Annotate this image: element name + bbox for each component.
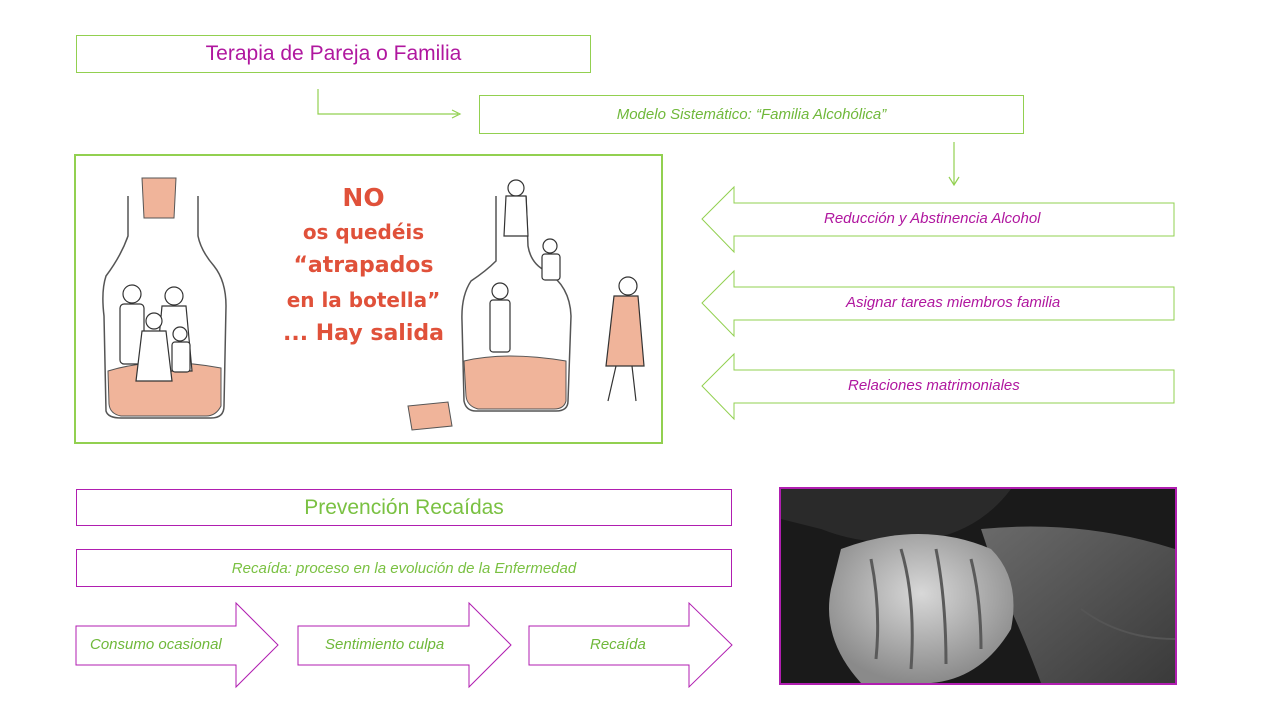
relapse-prevention-title: Prevención Recaídas [76,489,732,526]
connector-title-to-model [317,89,458,115]
shirt [981,526,1175,683]
item-arrow-1 [701,185,1175,254]
right-liquid [463,355,567,410]
hands [829,534,1014,683]
poster-line-5: ... Hay salida [283,321,444,346]
step-relapse: Recaída [590,636,646,653]
step-arrow-3 [528,601,733,689]
poster-line-2: os quedéis [302,220,425,244]
item-alcohol-reduction: Reducción y Abstinencia Alcohol [824,210,1041,227]
poster-message: NO os quedéis “atrapados en la botella” … [251,181,476,351]
systemic-model-box: Modelo Sistemático: “Familia Alcohólica” [479,95,1024,134]
bottle-drawing [102,177,645,431]
bottle-illustration: NO os quedéis “atrapados en la botella” … [74,154,663,444]
left-cork [141,177,177,219]
hair [781,489,1011,543]
item-arrow-2 [701,269,1175,338]
poster-line-1: NO [342,183,385,212]
family-therapy-title: Terapia de Pareja o Familia [76,35,591,73]
step-occasional-use: Consumo ocasional [90,636,222,653]
poster-line-4: en la botella” [286,288,441,312]
item-family-tasks: Asignar tareas miembros familia [846,294,1061,311]
relapse-process-subtitle: Recaída: proceso en la evolución de la E… [76,549,732,587]
distressed-person-photo [779,487,1177,685]
loose-cork [407,401,453,431]
connector-arrowhead-2 [948,176,960,187]
item-arrow-3 [701,352,1175,421]
left-bottle [102,196,227,419]
step-arrow-1 [75,601,279,689]
step-arrow-2 [297,601,512,689]
step-guilt: Sentimiento culpa [325,636,445,653]
connector-arrowhead-1 [451,109,462,119]
family-figures [119,284,193,382]
photo-drawing [781,489,1175,683]
item-marital-relations: Relaciones matrimoniales [848,377,1020,394]
poster-line-3: “atrapados [293,253,434,278]
climbing-figures [489,179,645,402]
finger-lines [869,548,983,670]
